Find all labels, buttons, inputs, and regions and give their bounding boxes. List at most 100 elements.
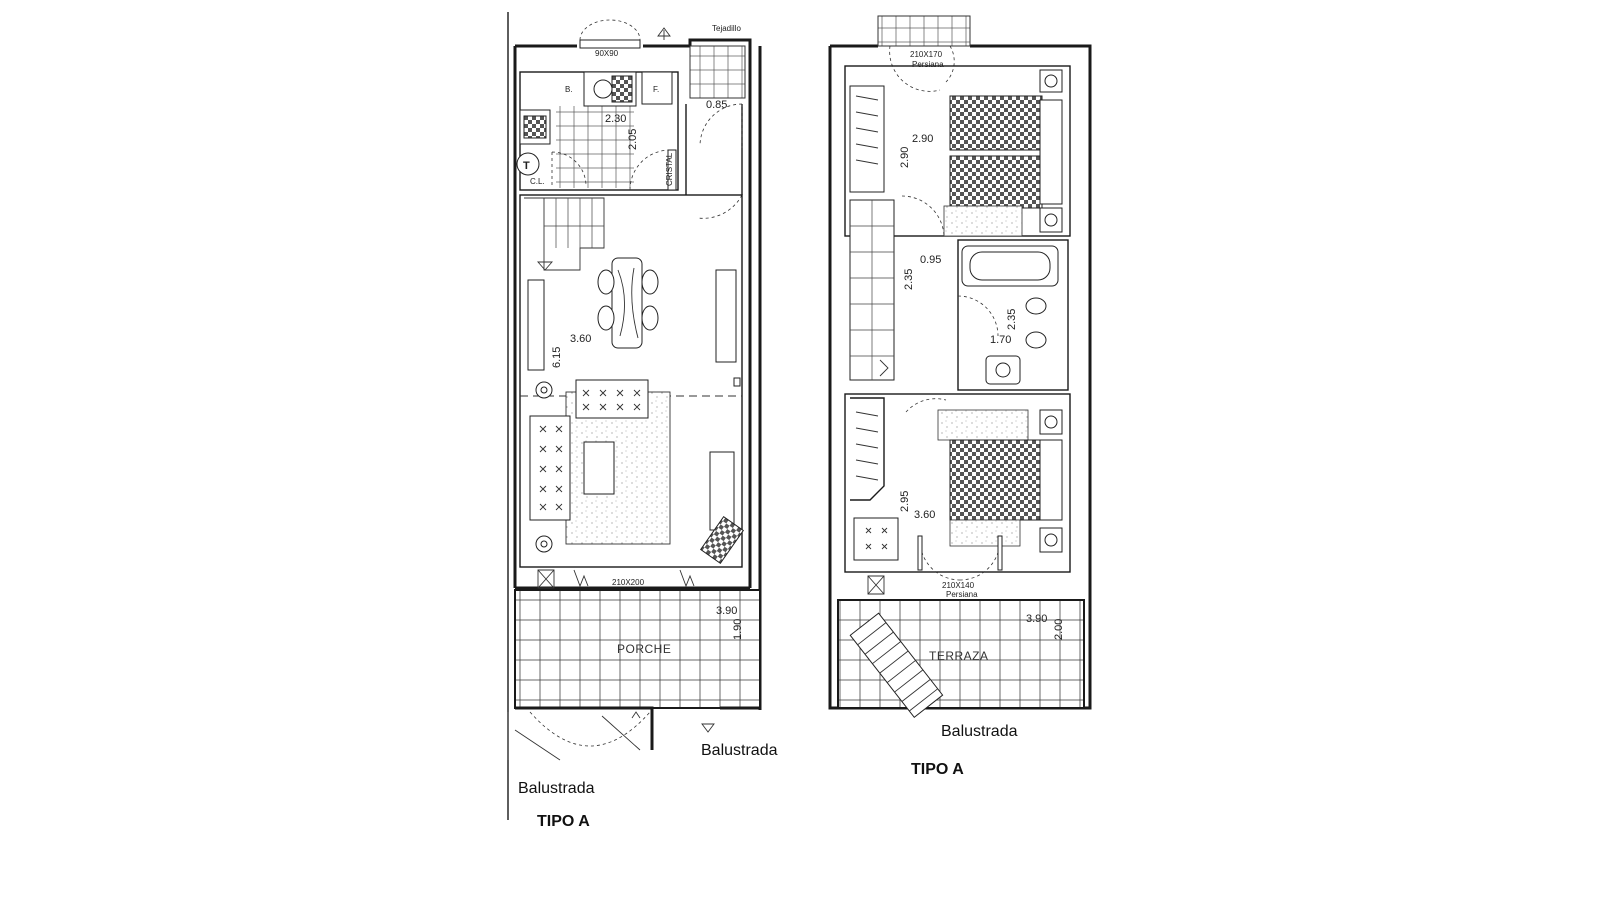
terraza-label: TERRAZA — [929, 649, 989, 663]
bedroom-1-door[interactable] — [901, 195, 945, 237]
living-dining-room — [519, 194, 743, 568]
sink-drainer — [611, 75, 633, 103]
top-window-swing[interactable] — [889, 45, 955, 92]
dining-table — [611, 257, 643, 349]
dining-chair — [597, 269, 615, 295]
coffee-table — [583, 441, 615, 495]
porch-label: PORCHE — [617, 642, 671, 656]
washbasin-bowl-icon — [995, 362, 1011, 378]
balustrade-lines — [507, 712, 641, 761]
sun-lounger-frame — [849, 612, 944, 718]
sofa-cushion-marks — [539, 389, 641, 511]
ground-floor-plan: 90X90 Tejadillo F. B. 2.30 2.05 T C.L. C… — [507, 12, 778, 830]
bath-depth-dim: 2.35 — [1006, 309, 1018, 330]
porch-column — [537, 569, 555, 589]
fireplace — [700, 516, 744, 564]
ground-floor-title: TIPO A — [537, 813, 590, 830]
stair-treads — [544, 198, 604, 248]
terrace-column — [867, 575, 885, 595]
terrace-door-jamb — [997, 535, 1003, 571]
cristal-label: CRISTAL — [665, 152, 674, 186]
bedroom-2 — [844, 393, 1071, 573]
entry-corridor-walls — [685, 104, 743, 195]
armchair — [853, 517, 899, 561]
laundry-label: C.L. — [530, 177, 545, 186]
porch-front-wall — [515, 706, 760, 750]
tv-unit — [709, 451, 735, 531]
wardrobe-2-hangers — [855, 411, 879, 481]
wardrobe-1-hangers — [855, 95, 879, 165]
sun-lounger-slats — [857, 622, 938, 712]
corridor-door[interactable] — [697, 194, 743, 219]
column-marker — [733, 377, 741, 387]
bath-width-dim: 1.70 — [990, 334, 1011, 346]
upper-floor-plan: 210X170 Persiana 2.90 2.90 0.95 2.35 2 — [828, 15, 1092, 778]
bed2-width-dim: 3.60 — [914, 509, 935, 521]
tejadillo-canopy — [689, 45, 746, 99]
terrace-door-size: 210X140 — [942, 581, 975, 590]
laundry-door[interactable] — [551, 151, 587, 188]
boiler-label: T — [523, 160, 530, 172]
balustrada-left-label: Balustrada — [518, 780, 595, 797]
bedroom-1-rug — [943, 205, 1023, 237]
table-wood-grain — [617, 267, 639, 339]
dining-chair — [641, 269, 659, 295]
dining-chair — [641, 305, 659, 331]
entry-arrow-icon — [657, 27, 671, 40]
front-door[interactable] — [699, 103, 743, 148]
left-sideboard — [527, 279, 545, 371]
fridge — [641, 71, 673, 105]
b-label: B. — [565, 85, 573, 94]
sofa-left — [529, 415, 571, 521]
window-size-label: 90X90 — [595, 49, 619, 58]
top-balcony-grille — [877, 15, 971, 47]
kitchen-door[interactable] — [629, 149, 671, 191]
porch-width-dim: 3.90 — [716, 605, 737, 617]
sofa-top — [575, 379, 649, 419]
sun-lounger — [849, 612, 944, 718]
living-depth-dim: 6.15 — [551, 347, 563, 368]
lamp-icon — [1044, 74, 1058, 88]
bedroom-2-rug-bottom — [949, 519, 1021, 547]
upper-stair-arrow-icon — [879, 359, 889, 377]
kitchen-floor-tiles — [556, 106, 634, 188]
hall-width-dim: 0.95 — [920, 254, 941, 266]
kitchen-window — [579, 39, 641, 49]
hall-depth-dim: 2.35 — [903, 269, 915, 290]
lamp-icon — [1044, 533, 1058, 547]
top-window-size: 210X170 — [910, 50, 943, 59]
right-sideboard — [715, 269, 737, 363]
glass-partition — [667, 149, 677, 191]
bathroom-door[interactable] — [957, 295, 999, 337]
terrace-door-jamb — [917, 535, 923, 571]
lamp-icon — [1044, 415, 1058, 429]
balustrada-right-label: Balustrada — [701, 742, 778, 759]
kitchen-depth-dim: 2.05 — [627, 129, 639, 150]
bed2-depth-dim: 2.95 — [899, 491, 911, 512]
tejadillo-label: Tejadillo — [712, 24, 741, 33]
fridge-label: F. — [653, 85, 659, 94]
ground-outer-wall — [513, 38, 752, 590]
toilet — [1025, 297, 1047, 315]
porch-floor — [514, 589, 761, 709]
bathtub-basin — [969, 251, 1051, 281]
bed1-width-dim: 2.90 — [912, 133, 933, 145]
garden-gate-swing[interactable] — [529, 711, 651, 747]
wardrobe-2 — [850, 397, 885, 501]
wardrobe-1 — [849, 85, 885, 193]
porch-door-size: 210X200 — [612, 578, 645, 587]
entry-width-dim: 0.85 — [706, 99, 727, 111]
double-bed-headboard — [1039, 439, 1063, 521]
bedroom-2-rug — [937, 409, 1029, 441]
lamp-icon — [1044, 213, 1058, 227]
upper-stair-treads — [850, 200, 894, 380]
bathroom — [957, 239, 1069, 391]
hob-burners-icon — [523, 115, 547, 139]
single-bed-1 — [949, 95, 1043, 151]
sliding-door-marks — [573, 569, 695, 588]
armchair-cushion-marks — [865, 527, 888, 550]
terrace-depth-dim: 2.00 — [1053, 619, 1065, 640]
bidet — [1025, 331, 1047, 349]
lamp-icon-inner — [540, 386, 548, 394]
